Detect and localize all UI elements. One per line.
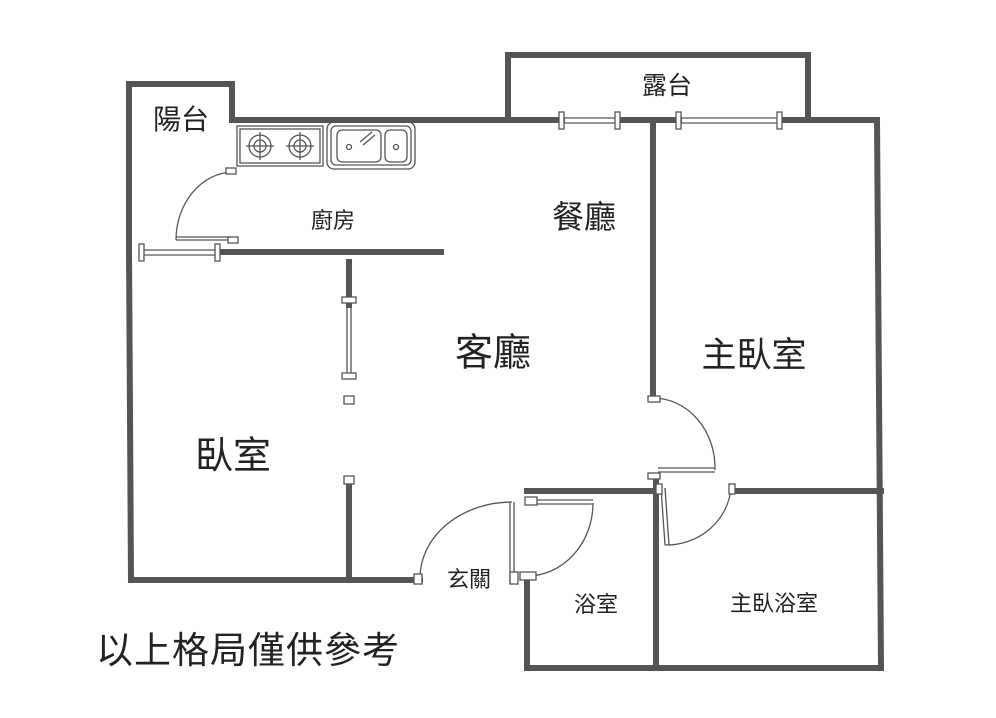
stove-icon	[236, 125, 324, 167]
label-kitchen: 廚房	[311, 209, 355, 234]
door-entrance	[413, 501, 519, 585]
label-terrace: 露台	[642, 71, 692, 100]
left-wall	[125, 246, 135, 584]
window-balcony	[138, 243, 221, 262]
door-bathroom	[519, 496, 594, 581]
label-master-bathroom: 主臥浴室	[730, 592, 818, 617]
door-balcony	[175, 167, 239, 244]
door-master-bath	[655, 483, 736, 546]
disclaimer-note: 以上格局僅供參考	[96, 629, 400, 672]
walls	[125, 52, 885, 672]
label-dining: 餐廳	[552, 198, 616, 236]
sink-icon	[326, 121, 416, 170]
label-entrance: 玄關	[447, 568, 491, 593]
right-wall	[873, 116, 885, 672]
doors	[175, 167, 736, 585]
label-master-bedroom: 主臥室	[701, 336, 806, 376]
label-living: 客廳	[455, 331, 531, 375]
room-labels: 陽台 露台 廚房 餐廳 客廳 主臥室 臥室 玄關 浴室 主臥浴室	[153, 71, 818, 618]
label-balcony: 陽台	[153, 103, 209, 136]
sliding-door-bedroom	[341, 296, 357, 485]
terrace-wall	[505, 52, 811, 123]
door-master-bedroom	[647, 395, 716, 480]
label-bedroom: 臥室	[195, 434, 271, 478]
balcony-wall	[126, 81, 235, 253]
windows	[138, 111, 783, 485]
label-bathroom: 浴室	[574, 593, 618, 618]
window-terrace-left	[558, 111, 621, 130]
window-terrace-right	[675, 111, 783, 130]
